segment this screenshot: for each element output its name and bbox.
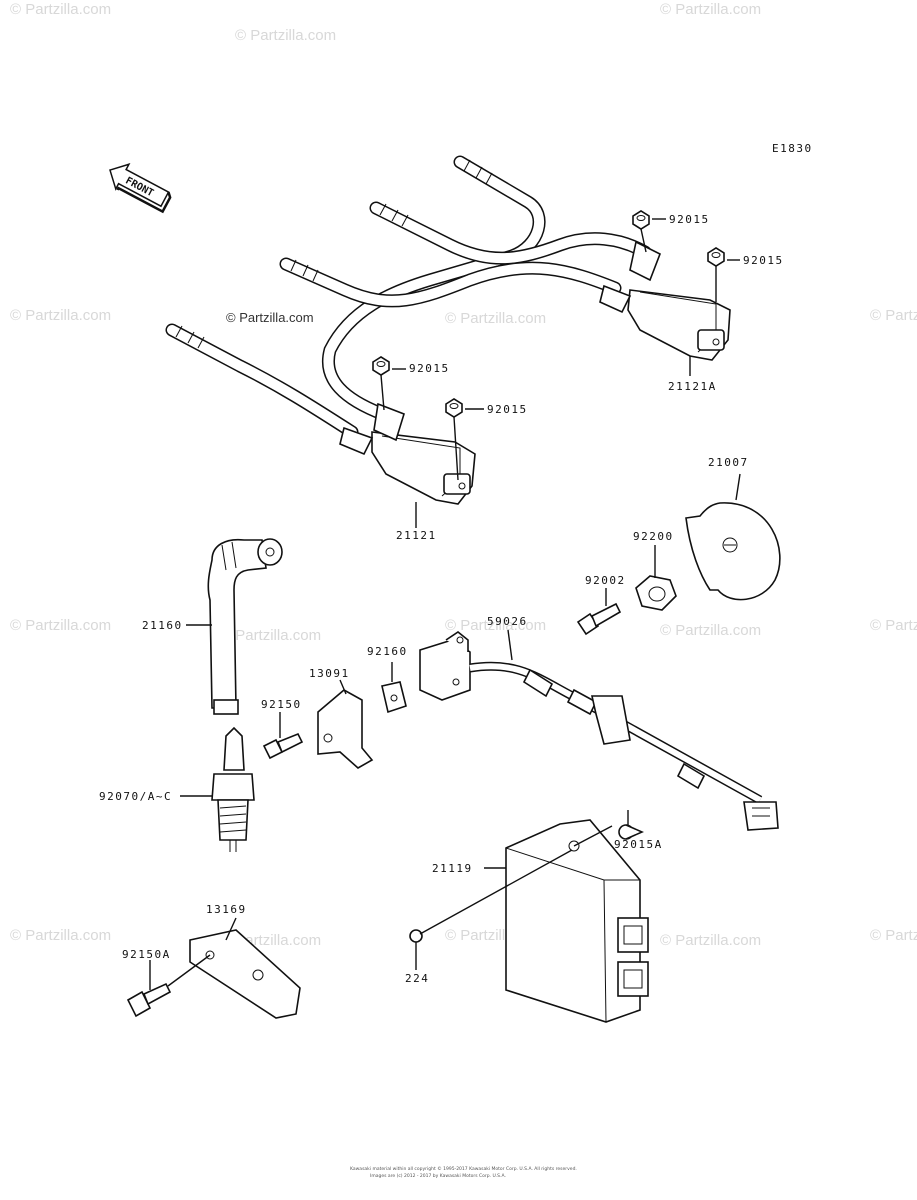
bracket-13169	[189, 917, 301, 1019]
ignition-coil-leads	[165, 155, 652, 439]
label-92015: 92015	[743, 254, 784, 267]
label-59026: 59026	[487, 615, 528, 628]
label-21121: 21121	[396, 529, 437, 542]
watermark: © Partzilla.com	[220, 627, 321, 644]
ignition-coil-21121a	[599, 240, 731, 361]
label-21160: 21160	[142, 619, 183, 632]
part-labels: 92015 92015 92015 92015 21121A 21121 210…	[99, 213, 784, 985]
label-92015a: 92015A	[614, 838, 663, 851]
igniter-unit-21119	[484, 819, 649, 1023]
label-92002: 92002	[585, 574, 626, 587]
label-13091: 13091	[309, 667, 350, 680]
watermark: © Partzilla.com	[445, 617, 546, 634]
watermark: © Partzilla.com	[870, 617, 917, 634]
label-92015: 92015	[487, 403, 528, 416]
screw-224-icon	[409, 849, 573, 970]
watermark: © Partzilla.com	[445, 310, 546, 327]
nut-92200-icon	[635, 545, 677, 611]
watermark: © Partzilla.com	[660, 1, 761, 18]
label-92160: 92160	[367, 645, 408, 658]
label-92200: 92200	[633, 530, 674, 543]
label-92150: 92150	[261, 698, 302, 711]
label-92015: 92015	[669, 213, 710, 226]
watermark: © Partzilla.com	[660, 932, 761, 949]
watermark-grid: © Partzilla.com © Partzilla.com © Partzi…	[10, 1, 917, 949]
diagram-code: E1830	[772, 142, 813, 155]
ignition-coil-21121	[339, 402, 476, 505]
front-arrow-icon: FRONT	[109, 163, 172, 214]
label-92150a: 92150A	[122, 948, 171, 961]
watermark: © Partzilla.com	[235, 27, 336, 44]
watermark: © Partzilla.com	[660, 622, 761, 639]
bracket-13091	[317, 679, 374, 769]
watermark: © Partzilla.com	[870, 927, 917, 944]
bolt-92150-icon	[262, 712, 304, 760]
label-21007: 21007	[708, 456, 749, 469]
spark-plug-cap-21160	[186, 538, 283, 715]
watermark: © Partzilla.com	[10, 927, 111, 944]
label-13169: 13169	[206, 903, 247, 916]
washer-92160-icon	[381, 662, 407, 714]
watermark: © Partzilla.com	[870, 307, 917, 324]
watermark: © Partzilla.com	[10, 617, 111, 634]
bolt-92002-icon	[576, 588, 622, 636]
watermark-center: © Partzilla.com	[226, 310, 314, 325]
watermark: © Partzilla.com	[10, 1, 111, 18]
label-92070: 92070/A~C	[99, 790, 172, 803]
spark-plug-92070	[180, 726, 255, 852]
leader-lines-upper	[380, 218, 740, 528]
copyright-line-2: Images are (c) 2012 - 2017 by Kawasaki M…	[370, 1173, 506, 1179]
label-92015: 92015	[409, 362, 450, 375]
label-224: 224	[405, 972, 429, 985]
bolt-92150a-icon	[126, 954, 211, 1018]
nut-92015-icons	[372, 210, 725, 418]
timing-plate-21007	[685, 473, 781, 601]
label-21121a: 21121A	[668, 380, 717, 393]
label-21119: 21119	[432, 862, 473, 875]
watermark: © Partzilla.com	[10, 307, 111, 324]
collar-92015a-icon	[573, 810, 644, 847]
copyright-line-1: Kawasaki material within all copyright ©…	[350, 1165, 577, 1172]
pickup-coil-59026	[419, 629, 779, 831]
